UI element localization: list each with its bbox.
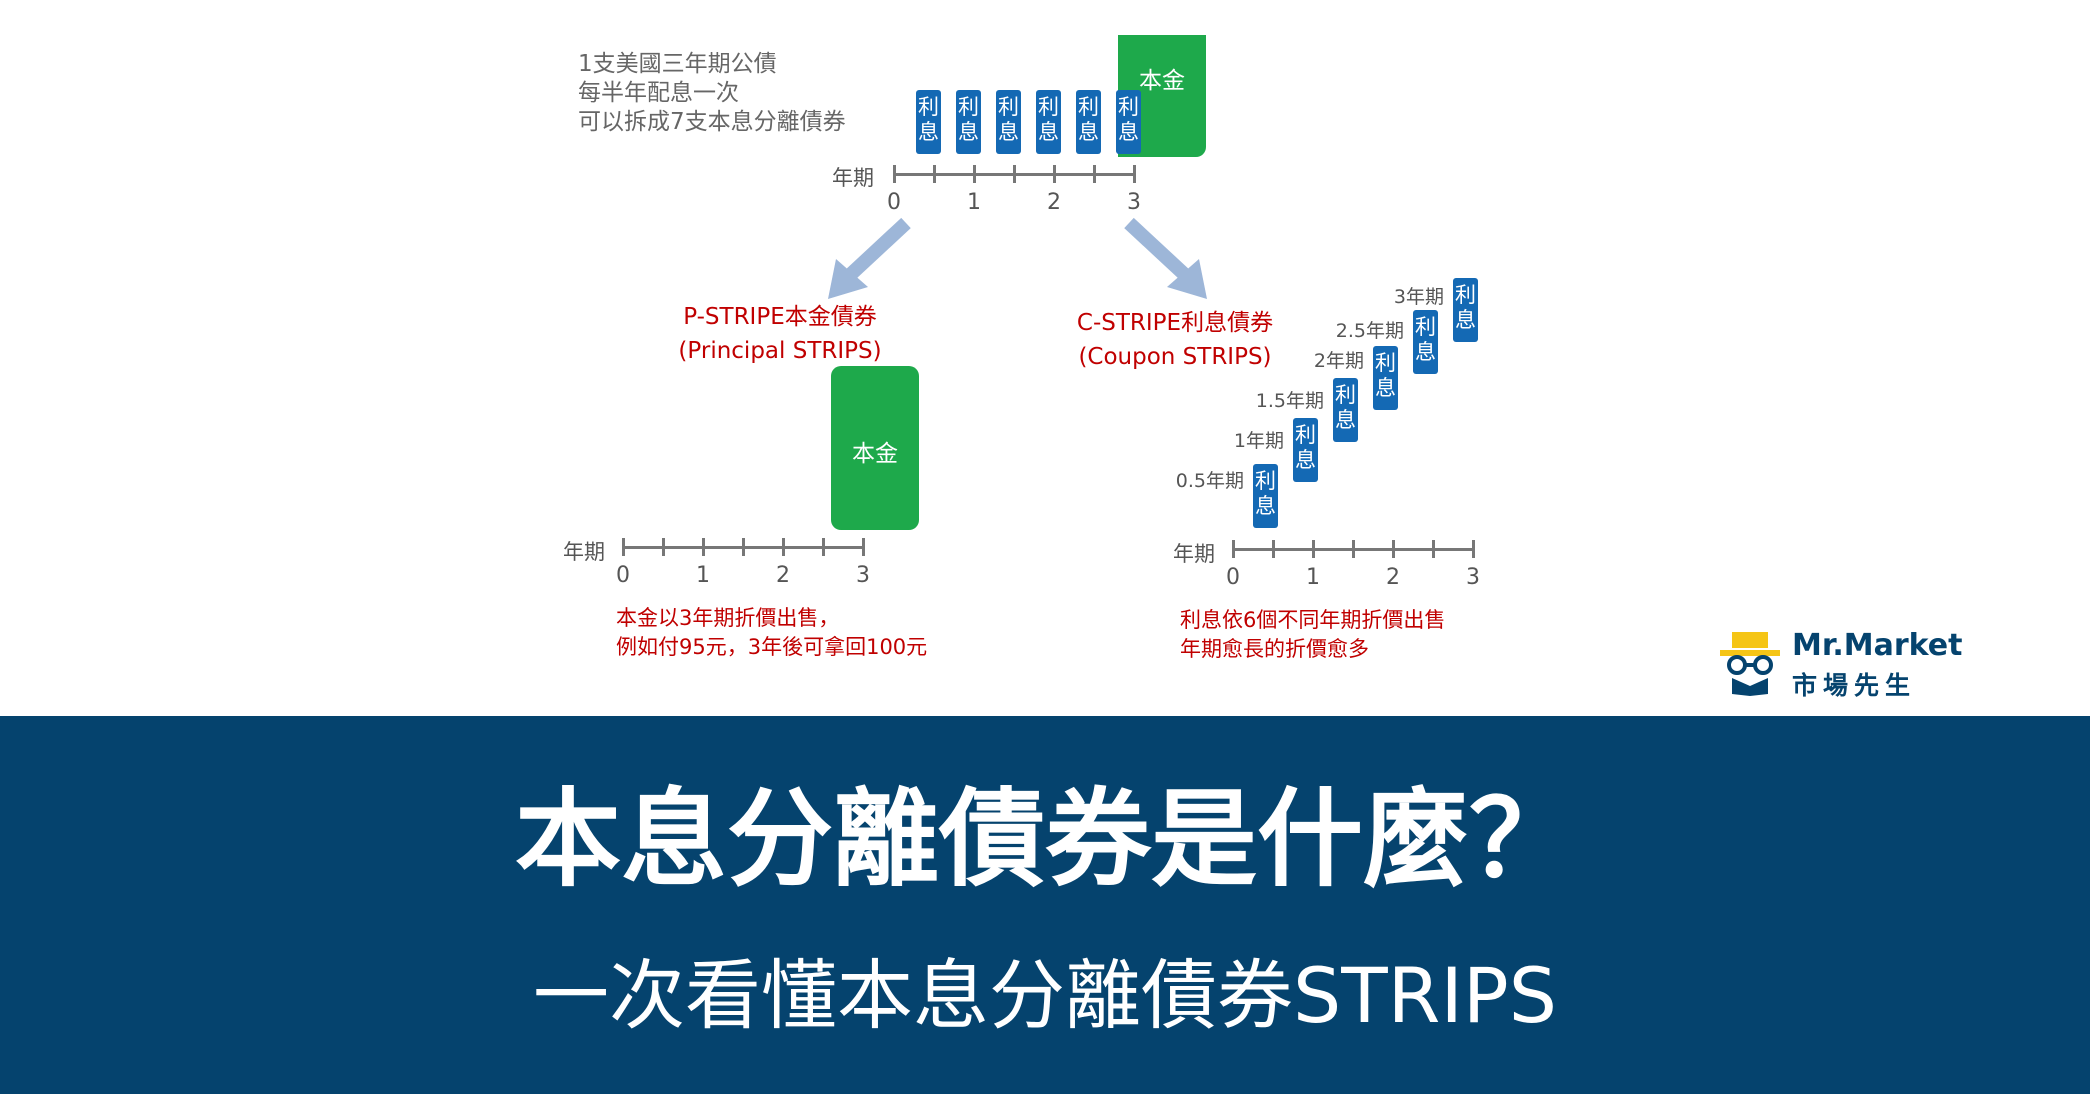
tick — [933, 165, 936, 183]
coupon-block-1y: 利 息 — [1293, 418, 1318, 482]
tick-label: 3 — [1127, 190, 1141, 215]
tick-label: 1 — [1306, 565, 1320, 590]
tick — [1133, 165, 1136, 183]
tick-label: 2 — [1047, 190, 1061, 215]
principal-block-left: 本金 — [831, 366, 919, 530]
tick — [702, 538, 705, 556]
brand-logo: Mr.Market 市場先生 — [1720, 628, 1970, 700]
brand-sub: 市場先生 — [1792, 671, 1917, 700]
axis-label-right: 年期 — [1173, 542, 1215, 566]
tick — [782, 538, 785, 556]
tick — [1312, 540, 1315, 558]
arrow-left — [828, 217, 911, 299]
coupon-block-top-6: 利 息 — [1116, 90, 1141, 154]
tick-label: 3 — [1466, 565, 1480, 590]
tick — [862, 538, 865, 556]
tick — [742, 538, 745, 556]
coupon-block-top-1: 利 息 — [916, 90, 941, 154]
p-strips-title: P-STRIPE本金債券 (Principal STRIPS) — [678, 304, 882, 364]
axis-label-top: 年期 — [832, 166, 874, 190]
title-banner — [0, 716, 2090, 1094]
coupon-block-top-3: 利 息 — [996, 90, 1021, 154]
tick — [1053, 165, 1056, 183]
tick-label: 0 — [887, 190, 901, 215]
arrow-right — [1124, 217, 1207, 299]
tick — [622, 538, 625, 556]
tick-label: 2 — [776, 563, 790, 588]
period-label: 0.5年期 — [1175, 470, 1244, 492]
tick-label: 2 — [1386, 565, 1400, 590]
mr-market-logo-icon — [1720, 632, 1780, 696]
tick — [1472, 540, 1475, 558]
tick — [1352, 540, 1355, 558]
period-label: 1.5年期 — [1255, 390, 1324, 412]
page-subtitle: 一次看懂本息分離債券STRIPS — [533, 951, 1557, 1040]
c-strips-caption: 利息依6個不同年期折價出售 年期愈長的折價愈多 — [1180, 608, 1446, 661]
tick-label: 0 — [1226, 565, 1240, 590]
period-label: 3年期 — [1393, 286, 1444, 308]
tick — [1272, 540, 1275, 558]
tick — [893, 165, 896, 183]
principal-label: 本金 — [1139, 68, 1185, 94]
p-strips-caption: 本金以3年期折價出售， 例如付95元，3年後可拿回100元 — [616, 606, 928, 659]
coupon-block-top-5: 利 息 — [1076, 90, 1101, 154]
tick — [973, 165, 976, 183]
coupon-block-1-5y: 利 息 — [1333, 378, 1358, 442]
tick — [822, 538, 825, 556]
tick-label: 1 — [967, 190, 981, 215]
coupon-block-2y: 利 息 — [1373, 346, 1398, 410]
principal-label: 本金 — [852, 441, 898, 467]
coupon-block-0-5y: 利 息 — [1253, 464, 1278, 528]
tick-label: 0 — [616, 563, 630, 588]
coupon-block-2-5y: 利 息 — [1413, 310, 1438, 374]
tick — [1392, 540, 1395, 558]
tick — [662, 538, 665, 556]
tick — [1013, 165, 1016, 183]
axis-label-left: 年期 — [563, 540, 605, 564]
c-strips-title: C-STRIPE利息債券 (Coupon STRIPS) — [1076, 310, 1274, 370]
coupon-block-3y: 利 息 — [1453, 278, 1478, 342]
tick-label: 1 — [696, 563, 710, 588]
coupon-block-top-4: 利 息 — [1036, 90, 1061, 154]
tick — [1232, 540, 1235, 558]
top-note: 1支美國三年期公債 每半年配息一次 可以拆成7支本息分離債券 — [578, 51, 846, 135]
tick — [1432, 540, 1435, 558]
period-label: 2年期 — [1313, 350, 1364, 372]
period-label: 1年期 — [1233, 430, 1284, 452]
period-label: 2.5年期 — [1335, 320, 1404, 342]
coupon-block-top-2: 利 息 — [956, 90, 981, 154]
page-title: 本息分離債券是什麼？ — [515, 778, 1575, 901]
tick-label: 3 — [856, 563, 870, 588]
brand-name: Mr.Market — [1792, 628, 1963, 663]
tick — [1093, 165, 1096, 183]
